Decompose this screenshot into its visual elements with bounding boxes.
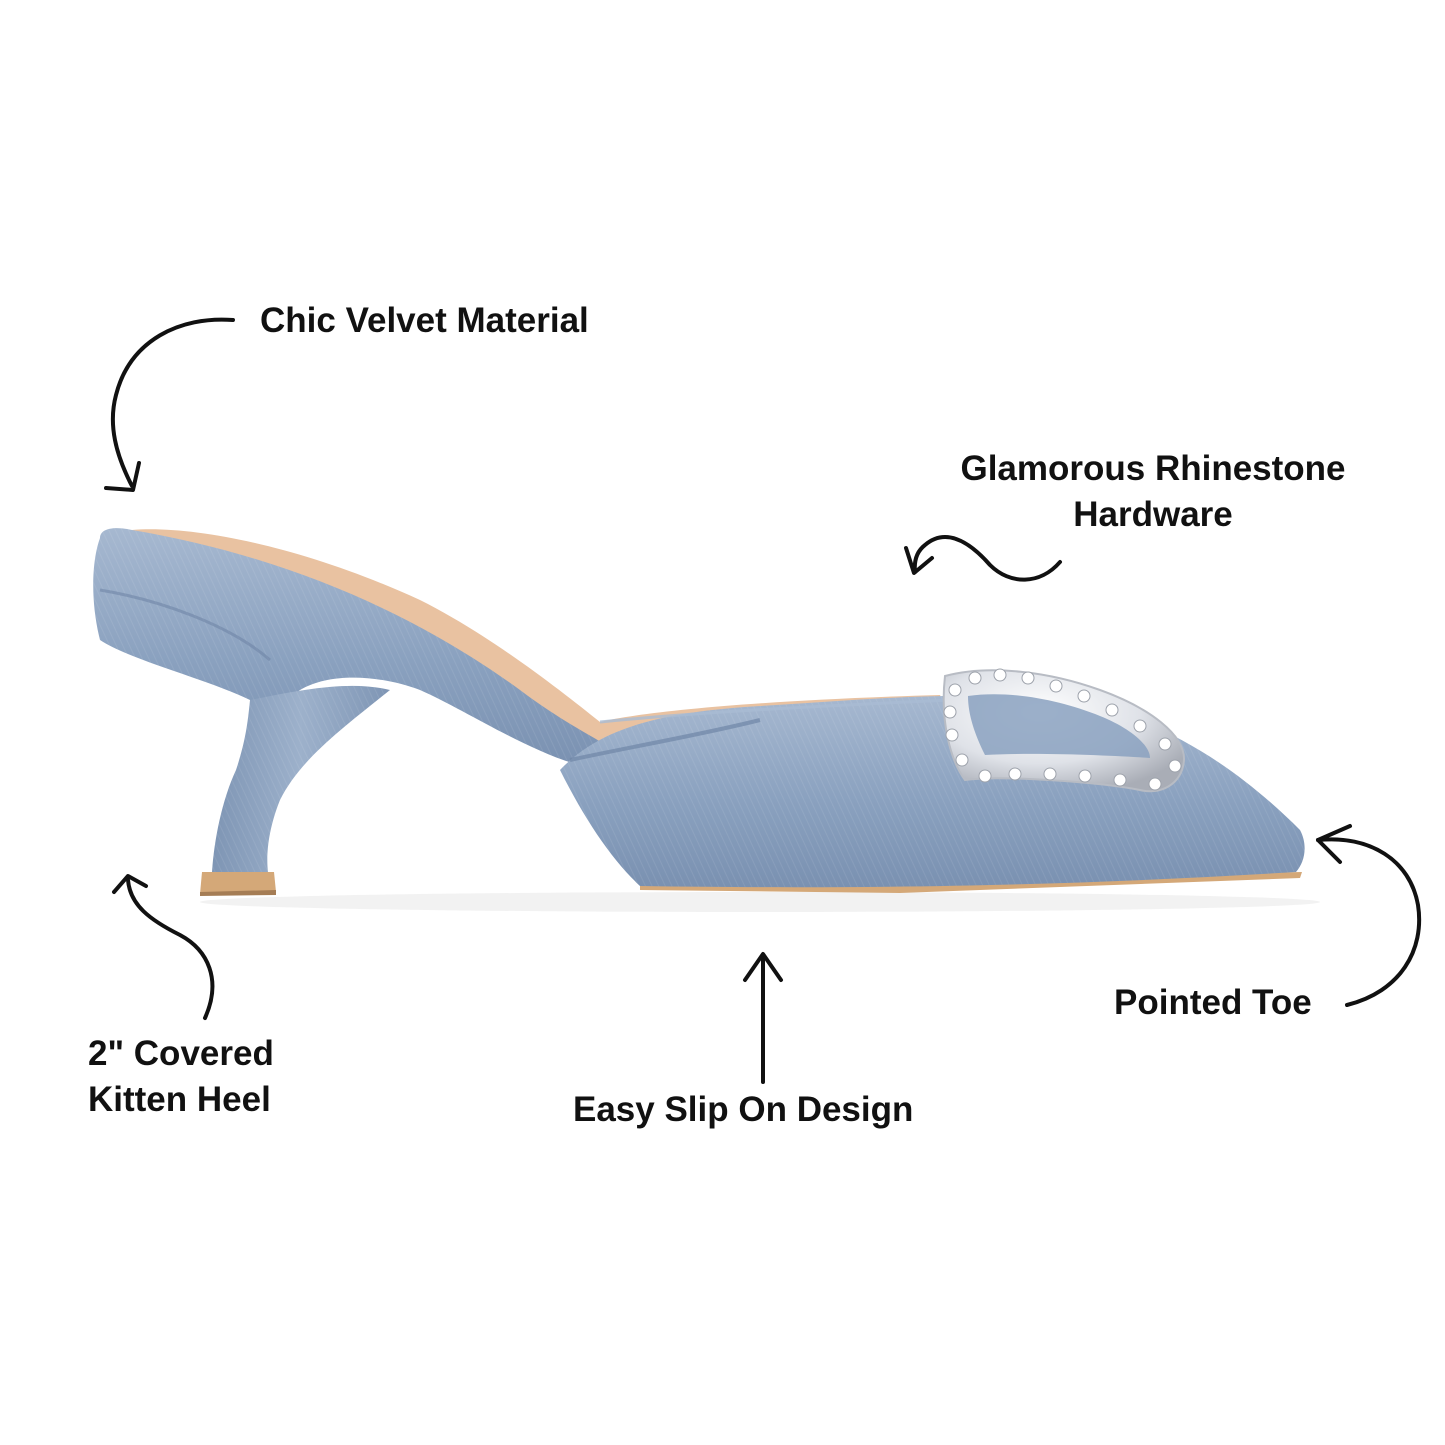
callout-velvet-material: Chic Velvet Material xyxy=(260,301,589,340)
rhinestone-buckle xyxy=(942,668,1186,793)
curved-arrow-icon xyxy=(1316,824,1422,1007)
callout-kitten-heel: 2" Covered Kitten Heel xyxy=(88,1031,274,1123)
callout-heel-line1: 2" Covered xyxy=(88,1034,274,1073)
straight-up-arrow-icon xyxy=(743,952,783,1084)
callout-slip-on-design: Easy Slip On Design xyxy=(573,1090,914,1129)
callout-pointed-toe: Pointed Toe xyxy=(1114,983,1312,1022)
callout-rhinestone-line1: Glamorous Rhinestone xyxy=(960,449,1346,488)
callout-rhinestone-hardware: Glamorous Rhinestone Hardware xyxy=(936,446,1370,538)
callout-heel-line2: Kitten Heel xyxy=(88,1080,271,1119)
kitten-heel-mule-shoe-image xyxy=(93,528,1320,912)
curved-arrow-icon xyxy=(112,874,215,1020)
callout-rhinestone-line2: Hardware xyxy=(1073,495,1233,534)
curved-arrow-icon xyxy=(104,317,235,492)
wavy-arrow-icon xyxy=(904,535,1062,582)
